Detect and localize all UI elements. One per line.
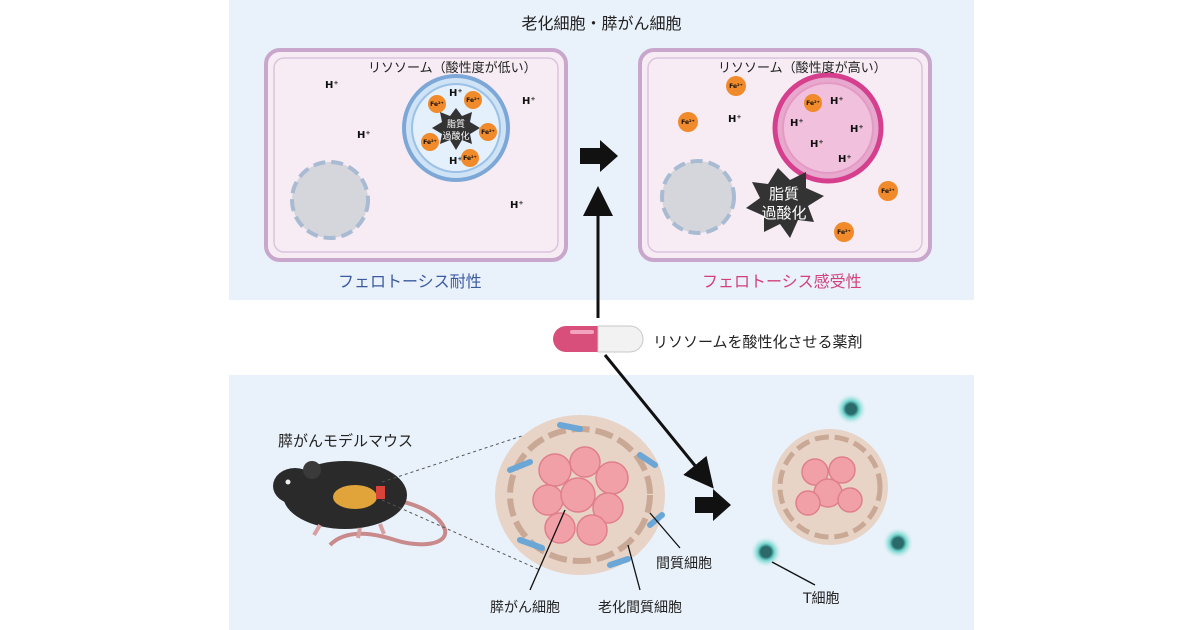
drug-label: リソソームを酸性化させる薬剤 — [653, 333, 863, 351]
leader-pdac — [529, 509, 566, 591]
proton-label-4: H⁺ — [449, 88, 463, 99]
tumor-after — [772, 429, 888, 545]
proton-label-10: H⁺ — [838, 154, 852, 165]
right-lysosome-label: リソソーム（酸性度が高い） — [718, 61, 887, 76]
iron-label-6: Fe²⁺ — [681, 119, 695, 126]
proton-label-8: H⁺ — [850, 124, 864, 135]
t-cell-label: T細胞 — [803, 591, 840, 607]
top-section-title: 老化細胞・膵がん細胞 — [521, 14, 682, 33]
mouse-illustration — [273, 429, 541, 571]
stromal-cell-label: 間質細胞 — [656, 556, 712, 572]
ferroptosis-sensitivity-label: フェロトーシス感受性 — [702, 272, 862, 291]
left-lysosome-label: リソソーム（酸性度が低い） — [368, 61, 537, 76]
proton-label-5: H⁺ — [449, 156, 463, 167]
iron-label-9: Fe²⁺ — [837, 229, 851, 236]
left-lipid-1: 脂質 — [447, 118, 465, 130]
left-nucleus — [290, 160, 370, 240]
leader-stromal — [649, 512, 681, 549]
proton-label-2: H⁺ — [522, 96, 536, 107]
proton-label-11: H⁺ — [728, 114, 742, 125]
t-cells — [751, 394, 913, 567]
proton-label-0: H⁺ — [325, 80, 339, 91]
iron-label-5: Fe²⁺ — [729, 83, 743, 90]
right-cell: H⁺ H⁺ H⁺ H⁺ H⁺ H⁺ Fe²⁺ Fe²⁺ Fe²⁺ Fe²⁺ Fe… — [638, 48, 932, 262]
leader-senescent — [627, 544, 641, 591]
leader-tcell — [771, 561, 816, 586]
iron-label-1: Fe²⁺ — [466, 97, 480, 104]
iron-label-2: Fe²⁺ — [481, 129, 495, 136]
left-burst — [432, 108, 480, 150]
left-proton-marks: H⁺ H⁺ H⁺ H⁺ H⁺ H⁺ — [325, 80, 536, 211]
iron-label-0: Fe²⁺ — [430, 101, 444, 108]
block-arrow-top — [580, 140, 618, 172]
senescent-stromal-cell-label: 老化間質細胞 — [598, 600, 682, 616]
right-lipid-2: 過酸化 — [761, 204, 806, 222]
right-proton-marks: H⁺ H⁺ H⁺ H⁺ H⁺ H⁺ — [728, 96, 864, 165]
left-iron-dots — [421, 91, 497, 167]
pancreatic-cancer-cell-label: 膵がん細胞 — [490, 600, 560, 616]
proton-label-1: H⁺ — [357, 130, 371, 141]
left-lipid-2: 過酸化 — [442, 130, 469, 142]
tumor-before — [495, 415, 665, 575]
right-nucleus — [660, 159, 736, 235]
iron-label-7: Fe²⁺ — [806, 100, 820, 107]
ferroptosis-resistance-label: フェロトーシス耐性 — [338, 272, 482, 291]
left-cell: H⁺ H⁺ H⁺ H⁺ H⁺ H⁺ Fe²⁺ Fe²⁺ Fe²⁺ Fe²⁺ Fe… — [264, 48, 568, 262]
right-lipid-1: 脂質 — [769, 185, 799, 203]
iron-label-3: Fe²⁺ — [423, 139, 437, 146]
drug-pill — [553, 325, 644, 353]
block-arrow-bottom — [695, 489, 731, 521]
proton-label-7: H⁺ — [790, 118, 804, 129]
arrow-down-right — [603, 354, 714, 489]
proton-label-9: H⁺ — [810, 139, 824, 150]
mouse-model-label: 膵がんモデルマウス — [278, 432, 414, 450]
right-burst — [746, 168, 824, 238]
iron-label-4: Fe²⁺ — [463, 155, 477, 162]
proton-label-3: H⁺ — [510, 200, 524, 211]
iron-label-8: Fe²⁺ — [881, 188, 895, 195]
left-iron-labels: Fe²⁺ Fe²⁺ Fe²⁺ Fe²⁺ Fe²⁺ — [423, 97, 495, 162]
right-iron-labels: Fe²⁺ Fe²⁺ Fe²⁺ Fe²⁺ Fe²⁺ — [681, 83, 895, 236]
proton-label-6: H⁺ — [830, 96, 844, 107]
right-iron-dots — [678, 76, 898, 242]
